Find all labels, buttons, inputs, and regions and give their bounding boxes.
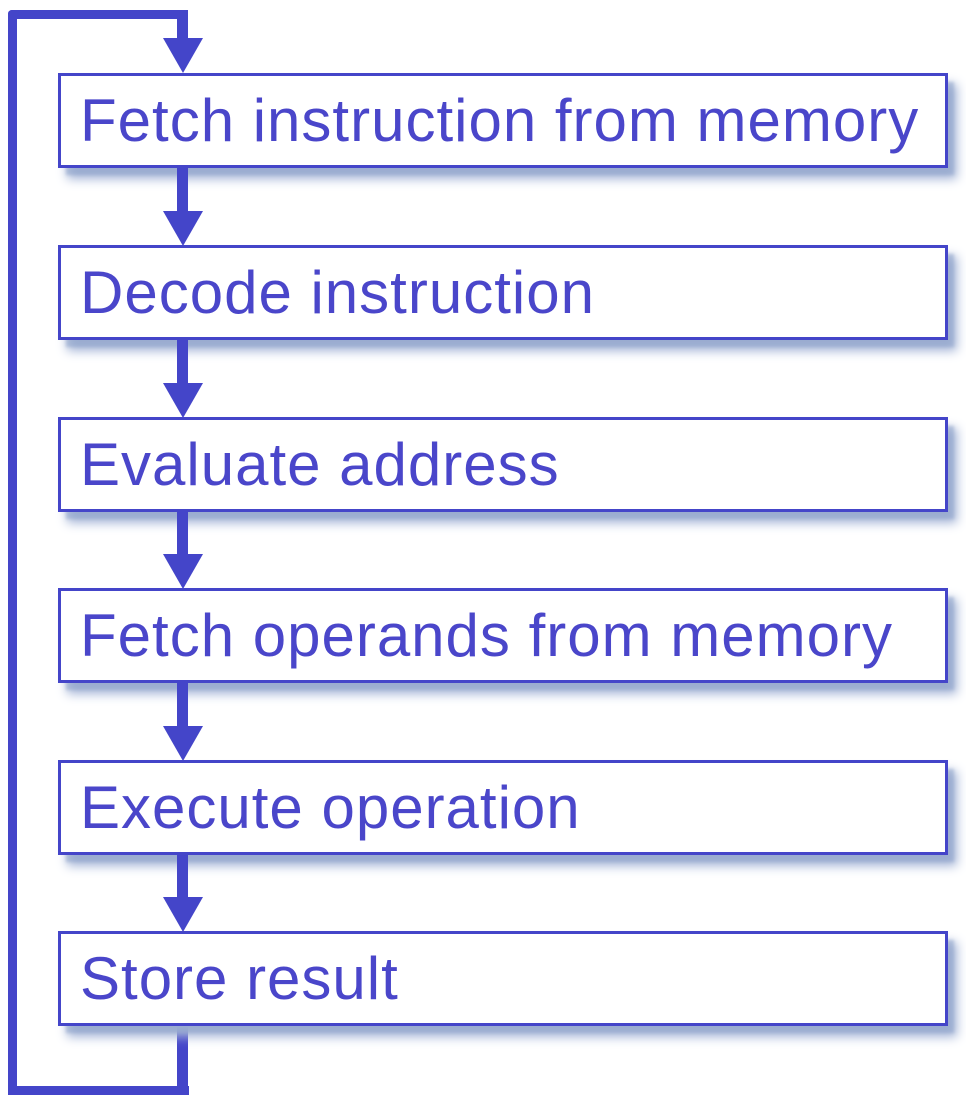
arrowhead-icon: [163, 897, 203, 932]
arrow-shaft: [177, 168, 188, 212]
step-evaluate-address: Evaluate address: [58, 417, 948, 512]
step-fetch-operands: Fetch operands from memory: [58, 588, 948, 683]
arrow-shaft: [177, 340, 188, 384]
down-arrow-connector: [163, 168, 203, 246]
down-arrow-connector: [163, 855, 203, 932]
down-arrow-connector: [163, 683, 203, 761]
step-store-result: Store result: [58, 931, 948, 1026]
loop-line-from-store: [177, 1026, 188, 1095]
arrow-shaft: [177, 512, 188, 555]
step-label: Fetch operands from memory: [80, 601, 893, 669]
arrow-shaft: [177, 855, 188, 898]
step-label: Store result: [80, 944, 399, 1012]
arrowhead-icon: [163, 383, 203, 418]
step-label: Fetch instruction from memory: [80, 86, 920, 154]
entry-arrow-shaft: [177, 10, 188, 39]
loop-line-top: [8, 10, 188, 19]
loop-line-left: [8, 10, 17, 1095]
down-arrow-connector: [163, 340, 203, 418]
arrowhead-icon: [163, 554, 203, 589]
step-execute-operation: Execute operation: [58, 760, 948, 855]
arrowhead-icon: [163, 211, 203, 246]
step-label: Evaluate address: [80, 430, 560, 498]
step-fetch-instruction: Fetch instruction from memory: [58, 73, 948, 168]
arrowhead-icon: [163, 726, 203, 761]
entry-arrowhead-icon: [163, 38, 203, 73]
step-label: Decode instruction: [80, 258, 595, 326]
step-decode-instruction: Decode instruction: [58, 245, 948, 340]
loop-line-bottom: [8, 1086, 189, 1095]
down-arrow-connector: [163, 512, 203, 589]
step-label: Execute operation: [80, 773, 581, 841]
arrow-shaft: [177, 683, 188, 727]
